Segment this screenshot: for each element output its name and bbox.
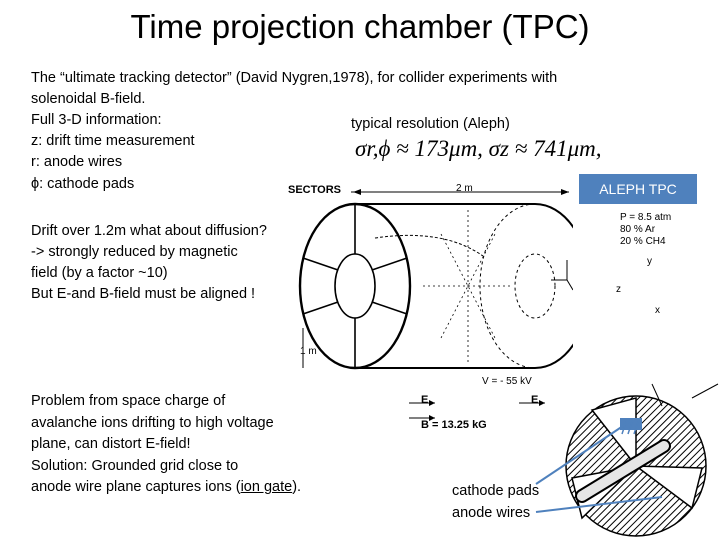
space-charge-line-4: Solution: Grounded grid close to	[31, 458, 239, 474]
diagram-length-label: 2 m	[456, 183, 473, 194]
diagram-axis-z: z	[616, 284, 621, 295]
aleph-tpc-tag: ALEPH TPC	[579, 174, 697, 204]
callout-label-anode-wires: anode wires	[452, 505, 531, 521]
diagram-gas-ar: 80 % Ar	[620, 224, 656, 235]
drift-line-2: -> strongly reduced by magnetic	[31, 244, 238, 260]
space-charge-line-3: plane, can distort E-field!	[31, 436, 191, 452]
diagram-axis-y: y	[647, 256, 652, 267]
sector-crosssection-diagram	[565, 383, 719, 537]
drift-line-4: But E-and B-field must be aligned !	[31, 286, 256, 302]
intro-line-2: solenoidal B-field.	[31, 91, 146, 107]
resolution-label: typical resolution (Aleph)	[351, 116, 510, 132]
diagram-efield-left: E	[421, 394, 429, 406]
last-line-prefix: anode wire plane captures ions (	[31, 479, 241, 495]
diagram-sectors-label: SECTORS	[288, 184, 341, 196]
diagram-bfield: B = 13.25 kG	[421, 419, 487, 431]
intro-line-6: ϕ: cathode pads	[31, 176, 135, 192]
space-charge-line-1: Problem from space charge of	[31, 393, 226, 409]
diagram-gas-pressure: P = 8.5 atm	[620, 212, 672, 223]
diagram-axis-x: x	[655, 305, 660, 316]
callout-line-cathode-pads	[535, 419, 633, 485]
ion-gate-text: ion gate	[240, 479, 293, 495]
resolution-formula: σr,ϕ ≈ 173μm, σz ≈ 741μm,	[355, 136, 602, 161]
tpc-diagram	[298, 189, 573, 421]
diagram-efield-right: E	[531, 394, 539, 406]
space-charge-line-2: avalanche ions drifting to high voltage	[31, 415, 274, 431]
callout-label-cathode-pads: cathode pads	[452, 483, 540, 499]
slide-title: Time projection chamber (TPC)	[130, 8, 590, 45]
intro-line-5: r: anode wires	[31, 154, 123, 170]
diagram-radius-label: 1 m	[300, 346, 317, 357]
diagram-gas-ch4: 20 % CH4	[620, 236, 666, 247]
drift-line-3: field (by a factor ~10)	[31, 265, 168, 281]
diagram-voltage: V = - 55 kV	[482, 376, 532, 387]
drift-line-1: Drift over 1.2m what about diffusion?	[31, 223, 267, 239]
intro-line-1: The “ultimate tracking detector” (David …	[31, 70, 558, 86]
callout-line-anode-wires	[535, 496, 663, 513]
intro-line-3: Full 3-D information:	[31, 112, 162, 128]
last-line-suffix: ).	[292, 479, 302, 495]
intro-line-4: z: drift time measurement	[31, 133, 195, 149]
space-charge-line-5: anode wire plane captures ions (ion gate…	[31, 477, 301, 498]
